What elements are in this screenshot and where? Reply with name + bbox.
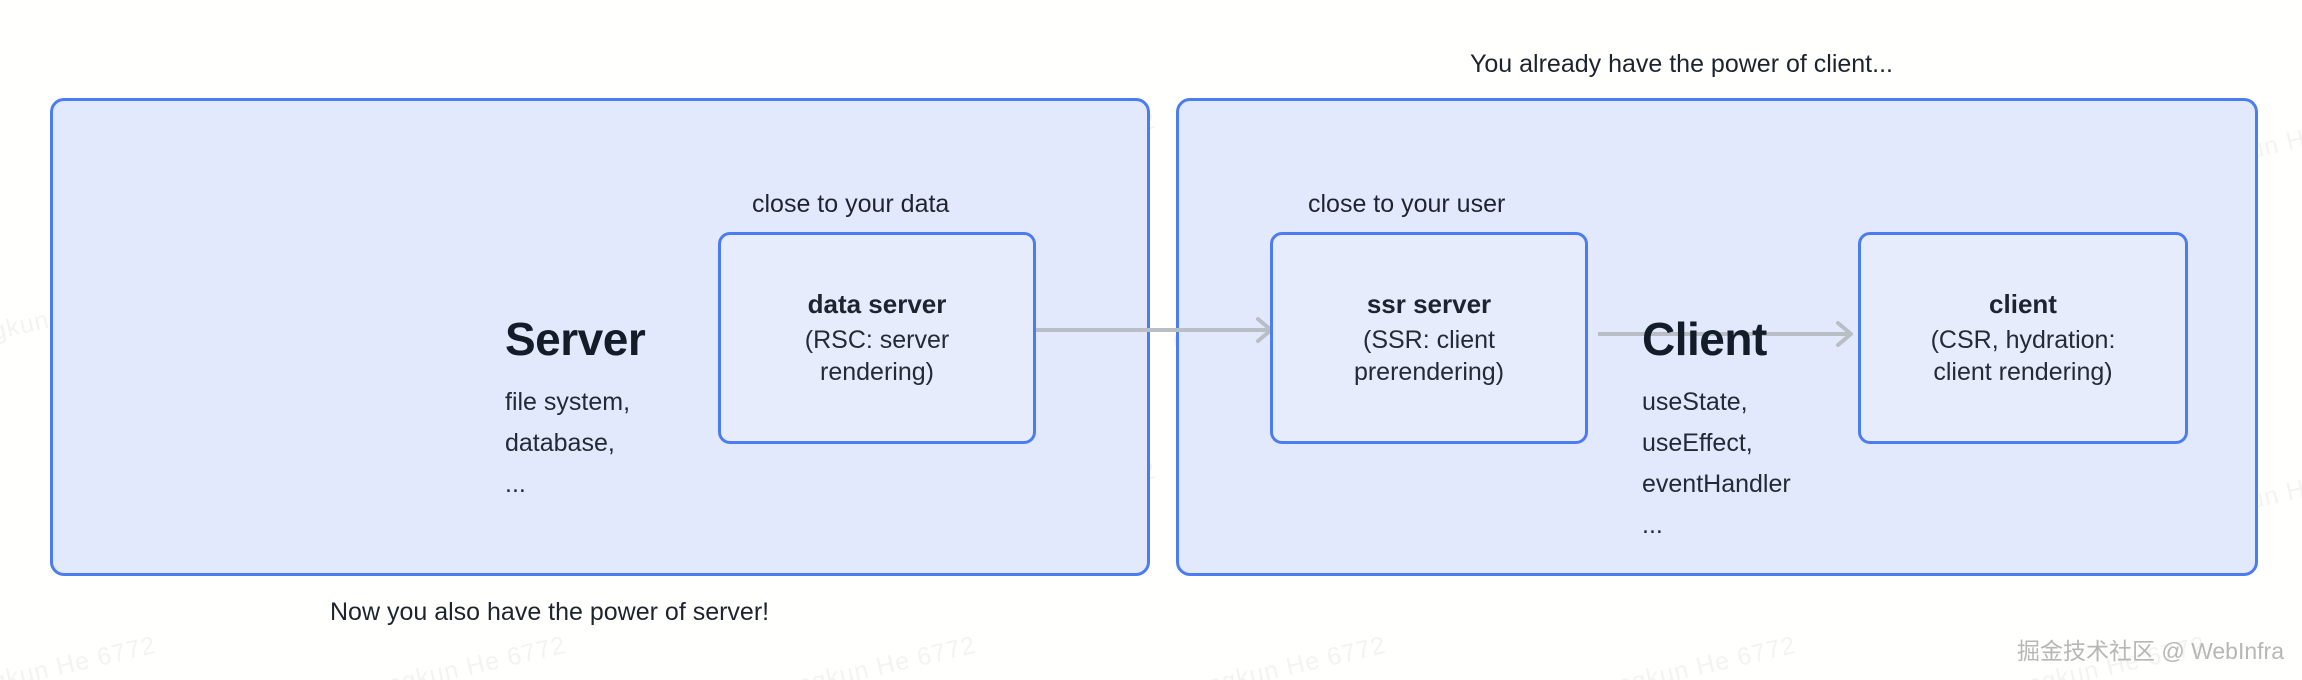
list-item: ... bbox=[1642, 511, 1663, 539]
watermark-text: Gengkun He 6772 bbox=[1990, 0, 2209, 8]
list-item: useEffect, bbox=[1642, 429, 1753, 457]
box-ssr-server-subtitle-line-2: prerendering) bbox=[1353, 357, 1505, 386]
list-item: ... bbox=[505, 470, 526, 498]
bullet-list-server: file system, database, ... bbox=[505, 382, 630, 505]
box-data-server: data server (RSC: server rendering) bbox=[718, 232, 1036, 444]
caption-close-to-your-user: close to your user bbox=[1308, 190, 1506, 218]
box-ssr-server: ssr server (SSR: client prerendering) bbox=[1270, 232, 1588, 444]
watermark-text: Gengkun He 6772 bbox=[350, 0, 569, 8]
box-client-title: client bbox=[1989, 289, 2057, 320]
attribution-label: 掘金技术社区 @ WebInfra bbox=[2016, 638, 2284, 664]
watermark-text: Gengkun He 6772 bbox=[0, 0, 159, 8]
box-ssr-server-subtitle-line-1: (SSR: client bbox=[1363, 325, 1495, 354]
watermark-text: Gengkun He 6772 bbox=[1170, 0, 1389, 8]
list-item: database, bbox=[505, 429, 615, 457]
watermark-text: Gengkun He 6772 bbox=[1580, 0, 1799, 8]
watermark-text: Gengkun He 6772 bbox=[760, 0, 979, 8]
watermark-text: Gengkun He 6772 bbox=[0, 630, 159, 680]
caption-power-of-client: You already have the power of client... bbox=[1470, 50, 1893, 78]
box-client-subtitle-line-1: (CSR, hydration: bbox=[1930, 325, 2116, 354]
watermark-text: Gengkun He 6772 bbox=[1170, 630, 1389, 680]
box-client: client (CSR, hydration: client rendering… bbox=[1858, 232, 2188, 444]
box-client-subtitle-line-2: client rendering) bbox=[1933, 357, 2113, 386]
watermark-text: Gengkun He 6772 bbox=[1580, 630, 1799, 680]
arrow-server-to-ssr-icon bbox=[1030, 316, 1286, 349]
heading-server: Server bbox=[505, 313, 646, 365]
watermark-text: Gengkun He 6772 bbox=[760, 630, 979, 680]
list-item: eventHandler bbox=[1642, 470, 1791, 498]
heading-client: Client bbox=[1642, 313, 1767, 365]
watermark-text: Gengkun He 6772 bbox=[350, 630, 569, 680]
list-item: file system, bbox=[505, 388, 631, 416]
list-item: useState, bbox=[1642, 388, 1748, 416]
box-data-server-title: data server bbox=[807, 289, 947, 320]
caption-close-to-your-data: close to your data bbox=[752, 190, 950, 218]
box-data-server-subtitle-line-2: rendering) bbox=[820, 357, 934, 386]
box-data-server-subtitle-line-1: (RSC: server bbox=[804, 325, 950, 354]
box-ssr-server-title: ssr server bbox=[1366, 289, 1492, 320]
bullet-list-client: useState, useEffect, eventHandler ... bbox=[1642, 382, 1791, 546]
arrow-ssr-to-client-icon bbox=[1598, 320, 1866, 353]
caption-power-of-server: Now you also have the power of server! bbox=[330, 598, 770, 626]
